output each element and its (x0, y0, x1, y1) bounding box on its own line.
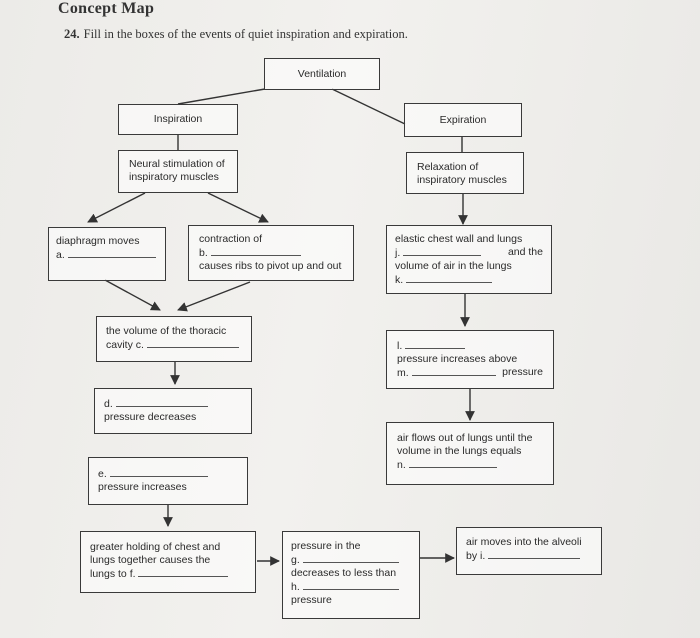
blank-n-field[interactable] (408, 458, 497, 468)
alveoli-line1: air moves into the alveoli (466, 536, 582, 548)
blank-k-row: k. (395, 273, 543, 287)
blank-a-label: a. (56, 249, 65, 261)
blank-h-label: h. (291, 581, 300, 593)
contraction-line3: causes ribs to pivot up and out (199, 260, 342, 272)
blank-n-row: n. (397, 458, 543, 472)
arrow-contraction-thoracic (177, 281, 251, 312)
blank-m-row: m. pressure (397, 366, 543, 380)
diaphragm-line1: diaphragm moves (56, 235, 140, 247)
blank-g-row: g. (291, 553, 411, 567)
e-pressure-box: e. pressure increases (88, 457, 248, 505)
blank-d-field[interactable] (115, 397, 208, 407)
question-number: 24. (64, 27, 80, 41)
greater-holding-box: greater holding of chest and lungs toget… (80, 531, 256, 593)
elastic-and-the: and the (507, 246, 543, 258)
blank-f-label: lungs to f. (90, 568, 136, 580)
blank-e-row: e. (98, 467, 238, 481)
greater-line2: lungs together causes the (90, 554, 211, 566)
pressure-word: pressure (502, 366, 543, 378)
blank-g-field[interactable] (302, 553, 399, 563)
blank-i-field[interactable] (488, 549, 581, 559)
blank-j-label: j. (395, 247, 401, 259)
blank-j-row: j. and the (395, 246, 543, 260)
blank-f-row: lungs to f. (90, 567, 246, 581)
pressure-in-line1: pressure in the (291, 540, 361, 552)
blank-a-field[interactable] (67, 248, 156, 258)
contraction-box: contraction of b. causes ribs to pivot u… (188, 225, 354, 281)
blank-c-row: cavity c. (106, 338, 242, 352)
relax-line2: inspiratory muscles (417, 174, 507, 186)
blank-b-label: b. (199, 247, 208, 259)
airflow-line1: air flows out of lungs until the (397, 432, 533, 444)
expiration-box: Expiration (404, 103, 522, 137)
ventilation-box: Ventilation (264, 58, 380, 90)
blank-e-label: e. (98, 468, 107, 480)
blank-c-label: cavity c. (106, 339, 144, 351)
pressure-above-line: pressure increases above (397, 353, 518, 365)
blank-f-field[interactable] (138, 567, 229, 577)
elastic-line1: elastic chest wall and lungs (395, 233, 523, 245)
neural-line1: Neural stimulation of (129, 158, 225, 170)
greater-line1: greater holding of chest and (90, 541, 221, 553)
blank-m-field[interactable] (411, 366, 496, 376)
blank-l-row: l. (397, 339, 543, 353)
blank-g-label: g. (291, 554, 300, 566)
blank-n-label: n. (397, 459, 406, 471)
pressure-in-box: pressure in the g. decreases to less tha… (282, 531, 420, 619)
thoracic-line1: the volume of the thoracic (106, 325, 227, 337)
blank-e-field[interactable] (109, 467, 208, 477)
d-line2: pressure decreases (104, 411, 197, 423)
blank-b-field[interactable] (210, 246, 301, 256)
question-text: 24.Fill in the boxes of the events of qu… (64, 27, 408, 42)
blank-h-field[interactable] (302, 580, 399, 590)
inspiration-label: Inspiration (153, 113, 203, 125)
line-vent-insp (177, 88, 266, 105)
blank-l-label: l. (397, 340, 403, 352)
pressure-above-box: l. pressure increases above m. pressure (386, 330, 554, 389)
question-prompt: Fill in the boxes of the events of quiet… (83, 27, 408, 41)
e-line2: pressure increases (98, 481, 187, 493)
contraction-line1: contraction of (199, 233, 263, 245)
neural-stimulation-box: Neural stimulation of inspiratory muscle… (118, 150, 238, 193)
relax-line1: Relaxation of (417, 161, 479, 173)
ventilation-label: Ventilation (297, 67, 347, 80)
d-pressure-box: d. pressure decreases (94, 388, 252, 434)
blank-a-row: a. (56, 248, 158, 262)
blank-j-field[interactable] (403, 246, 482, 256)
airflow-line2: volume in the lungs equals (397, 445, 522, 457)
line-vent-exp (331, 88, 406, 125)
arrow-diaphragm-thoracic (104, 279, 161, 311)
blank-k-label: k. (395, 274, 404, 286)
diaphragm-box: diaphragm moves a. (48, 227, 166, 281)
arrow-neural-contraction (207, 192, 269, 223)
elastic-box: elastic chest wall and lungs j. and the … (386, 225, 552, 294)
blank-d-label: d. (104, 398, 113, 410)
arrow-neural-diaphragm (87, 192, 146, 223)
blank-l-field[interactable] (405, 339, 466, 349)
blank-b-row: b. (199, 246, 343, 260)
pressure-in-line3: decreases to less than (291, 567, 397, 579)
relaxation-box: Relaxation of inspiratory muscles (406, 152, 524, 194)
pressure-in-line5: pressure (291, 594, 332, 606)
thoracic-volume-box: the volume of the thoracic cavity c. (96, 316, 252, 362)
blank-c-field[interactable] (146, 338, 239, 348)
blank-m-label: m. (397, 367, 409, 379)
expiration-label: Expiration (439, 113, 487, 126)
blank-i-label: by i. (466, 550, 486, 562)
alveoli-box: air moves into the alveoli by i. (456, 527, 602, 575)
neural-line2: inspiratory muscles (129, 171, 219, 183)
inspiration-box: Inspiration (118, 104, 238, 135)
blank-k-field[interactable] (406, 273, 493, 283)
airflow-box: air flows out of lungs until the volume … (386, 422, 554, 485)
blank-d-row: d. (104, 397, 242, 411)
blank-h-row: h. (291, 580, 411, 594)
page-title: Concept Map (58, 0, 155, 17)
elastic-line3: volume of air in the lungs (395, 260, 512, 272)
blank-i-row: by i. (466, 549, 592, 563)
